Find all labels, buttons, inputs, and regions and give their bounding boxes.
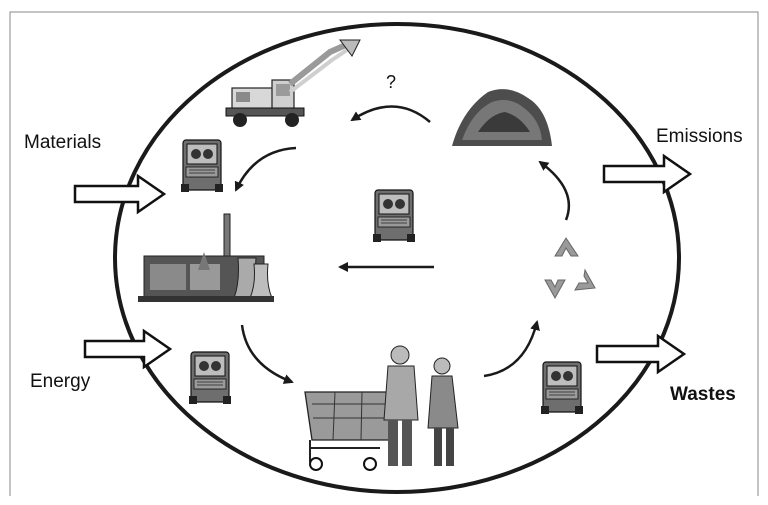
wastes-outflow-arrow bbox=[595, 333, 687, 375]
truck-icon bbox=[372, 189, 416, 243]
excavator-icon bbox=[225, 39, 361, 127]
flow-arrow-recycle-to-gravel bbox=[538, 160, 571, 221]
wastes-label: Wastes bbox=[670, 384, 736, 405]
shopping-cart-icon bbox=[304, 391, 396, 471]
gravel-pile-icon bbox=[452, 89, 552, 146]
emissions-outflow-arrow bbox=[602, 153, 693, 195]
materials-inflow-arrow bbox=[73, 173, 167, 215]
question-mark-label: ? bbox=[386, 72, 397, 92]
truck-icon bbox=[540, 361, 584, 415]
energy-label: Energy bbox=[30, 371, 91, 392]
frame-border bbox=[9, 11, 759, 496]
factory-icon bbox=[138, 213, 274, 302]
truck-icon bbox=[180, 139, 224, 193]
recycle-icon bbox=[544, 237, 596, 300]
shoppers-couple-icon bbox=[383, 345, 459, 466]
flow-arrow-factory-to-consumers bbox=[240, 324, 294, 384]
cycle-boundary bbox=[113, 22, 681, 494]
flow-arrow-to-factory bbox=[234, 146, 297, 192]
energy-inflow-arrow bbox=[83, 328, 173, 370]
flow-arrow-consumers-to-recycle bbox=[483, 320, 540, 378]
emissions-label: Emissions bbox=[656, 126, 743, 147]
materials-label: Materials bbox=[24, 132, 102, 153]
flow-arrow-gravel-to-excavator bbox=[350, 105, 431, 123]
truck-icon bbox=[188, 351, 232, 405]
